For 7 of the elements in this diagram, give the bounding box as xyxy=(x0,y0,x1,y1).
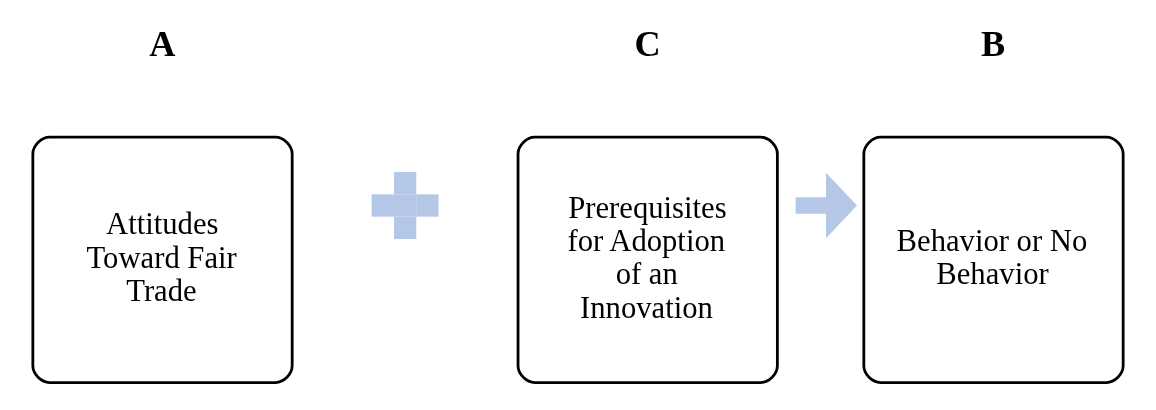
node-label: C xyxy=(634,23,661,64)
arrow xyxy=(795,172,858,238)
node-label: B xyxy=(980,23,1006,64)
node-label: A xyxy=(149,23,176,64)
node-box: Behavior or No Behavior xyxy=(862,135,1125,384)
node-box: Prerequisites for Adoption of an Innovation xyxy=(516,135,779,384)
node-box: Attitudes Toward Fair Trade xyxy=(31,135,294,384)
